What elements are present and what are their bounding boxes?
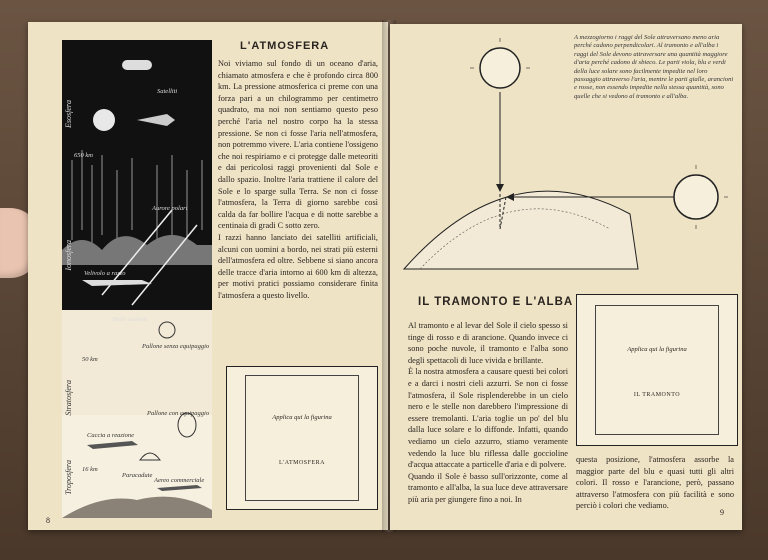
right-page: A mezzogiorno i raggi del Sole attravers… — [390, 24, 742, 530]
label-aurore: Aurore polari — [152, 205, 188, 212]
label-velivolo: Velivolo a razzo — [84, 270, 126, 277]
paragraph: questa posizione, l'atmosfera assorbe la… — [576, 455, 734, 511]
label-caccia: Caccia a reazione — [87, 432, 135, 439]
layer-label-troposfera: Troposfera — [64, 460, 73, 495]
label-paracadute: Paracadute — [122, 472, 153, 479]
diagram-caption: A mezzogiorno i raggi del Sole attravers… — [574, 34, 734, 100]
label-pallone-senza: Pallone senza equipaggio — [142, 343, 210, 350]
paragraph: Al tramonto e al levar del Sole il cielo… — [408, 321, 568, 365]
page-number: 8 — [46, 516, 50, 525]
section-title: IL TRAMONTO E L'ALBA — [418, 296, 574, 308]
page-number: 9 — [720, 508, 724, 517]
atmosphere-illustration: Esosfera Ionosfera Stratosfera Troposfer… — [62, 40, 212, 518]
sticker-name: IL TRAMONTO — [633, 392, 681, 398]
paragraph: I razzi hanno lanciato dei satelliti art… — [218, 232, 378, 300]
layer-label-esosfera: Esosfera — [64, 100, 73, 128]
paragraph: È la nostra atmosfera a causare questi b… — [408, 367, 568, 470]
sticker-placeholder: Applica qui la figurina L'ATMOSFERA — [226, 366, 378, 510]
paragraph: Quando il Sole è basso sull'orizzonte, c… — [408, 471, 568, 504]
label-stelle: Stelle cadenti — [112, 316, 148, 323]
label-50km: 50 km — [82, 356, 98, 363]
label-16km: 16 km — [82, 466, 98, 473]
sticker-placeholder: Applica qui la figurina IL TRAMONTO — [576, 294, 738, 446]
sticker-apply-text: Applica qui la figurina — [627, 346, 687, 353]
paragraph: Noi viviamo sul fondo di un oceano d'ari… — [218, 59, 378, 231]
layer-label-stratosfera: Stratosfera — [64, 380, 73, 416]
page-title: L'ATMOSFERA — [240, 40, 330, 52]
left-page: Esosfera Ionosfera Stratosfera Troposfer… — [28, 22, 388, 530]
label-aereo: Aereo commerciale — [154, 477, 205, 484]
sticker-name: L'ATMOSFERA — [279, 460, 325, 466]
label-650km: 650 km — [74, 152, 93, 159]
right-body-col2: questa posizione, l'atmosfera assorbe la… — [576, 454, 734, 512]
layer-label-ionosfera: Ionosfera — [64, 240, 73, 271]
label-satelliti: Satelliti — [157, 88, 178, 95]
atmosphere-drawing — [62, 60, 212, 518]
sticker-apply-text: Applica qui la figurina — [272, 414, 332, 421]
right-body-col1: Al tramonto e al levar del Sole il cielo… — [408, 320, 568, 506]
sun-angle-diagram — [402, 38, 728, 270]
left-body-text: Noi viviamo sul fondo di un oceano d'ari… — [218, 58, 378, 301]
label-pallone-con: Pallone con equipaggio — [147, 410, 210, 417]
